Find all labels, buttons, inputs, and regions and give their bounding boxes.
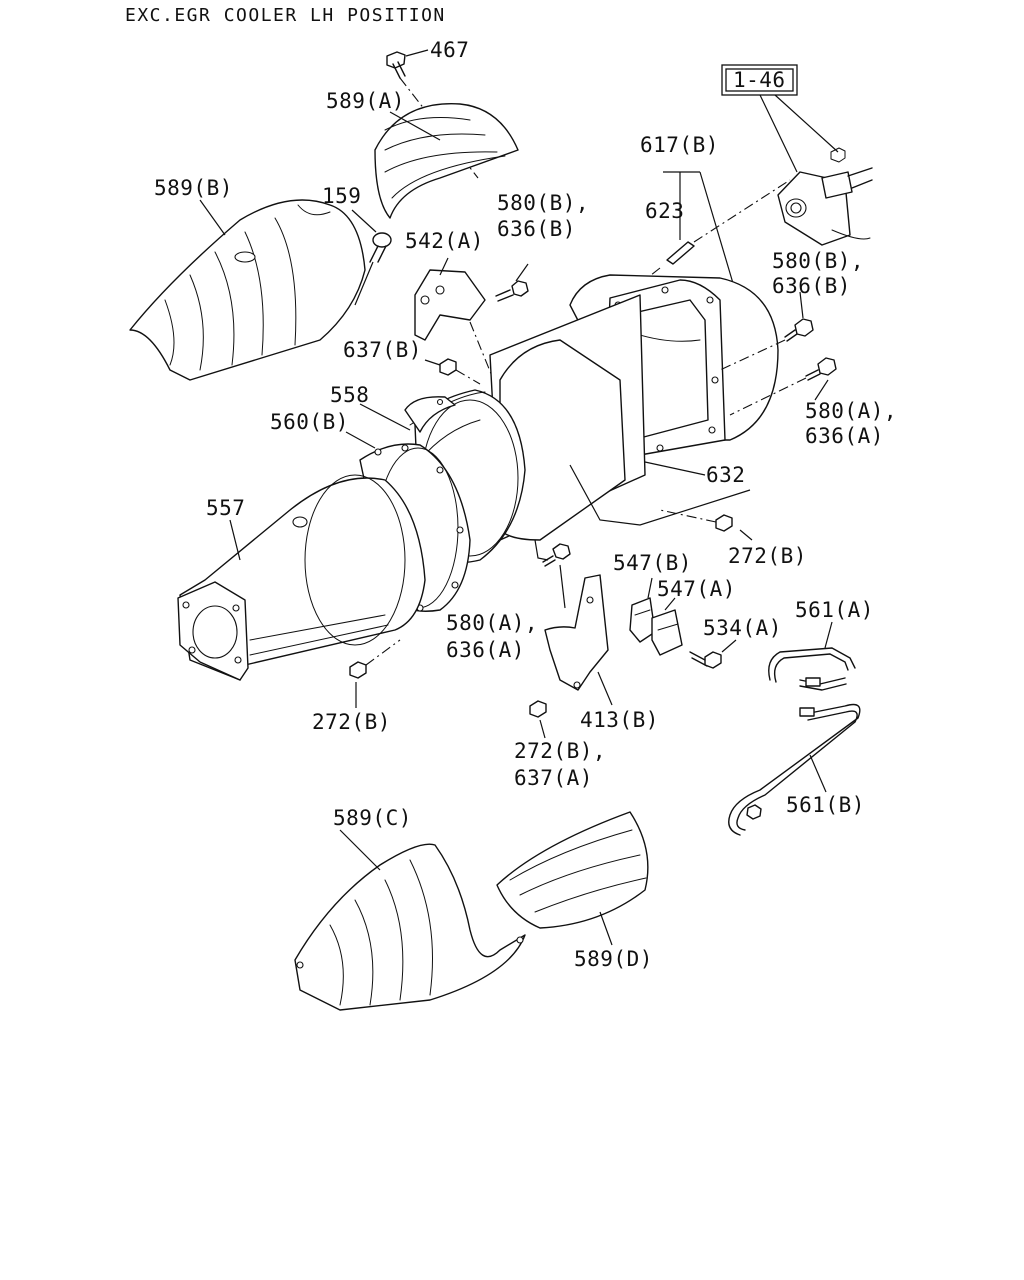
callout-557: 557 bbox=[206, 496, 245, 520]
callout-561a: 561(A) bbox=[795, 598, 874, 622]
bracket-413b bbox=[544, 574, 609, 691]
reference-box[interactable]: 1-46 bbox=[721, 64, 798, 96]
bolt-580b-upper bbox=[495, 280, 529, 302]
callout-580a-lower: 580(A), bbox=[446, 611, 538, 635]
callout-589d: 589(D) bbox=[574, 947, 653, 971]
callout-636b-right: 636(B) bbox=[772, 274, 851, 298]
clamp-547a bbox=[651, 609, 683, 656]
heat-shield-589c bbox=[294, 843, 526, 1011]
callout-272b-right: 272(B) bbox=[728, 544, 807, 568]
callout-637b: 637(B) bbox=[343, 338, 422, 362]
callout-534a: 534(A) bbox=[703, 616, 782, 640]
callout-547b: 547(B) bbox=[613, 551, 692, 575]
callout-589a: 589(A) bbox=[326, 89, 405, 113]
inlet-cone-557 bbox=[177, 474, 426, 681]
nut-272b-637a bbox=[529, 700, 547, 718]
callout-637a: 637(A) bbox=[514, 766, 593, 790]
callout-558: 558 bbox=[330, 383, 369, 407]
callout-617b: 617(B) bbox=[640, 133, 719, 157]
callout-623: 623 bbox=[645, 199, 684, 223]
nut-637b bbox=[439, 358, 457, 376]
callout-547a: 547(A) bbox=[657, 577, 736, 601]
callout-272b-lower: 272(B), bbox=[514, 739, 606, 763]
gasket-558 bbox=[404, 396, 456, 433]
bolt-580a-lower bbox=[542, 543, 571, 567]
callout-542a: 542(A) bbox=[405, 229, 484, 253]
callout-589c: 589(C) bbox=[333, 806, 412, 830]
bolt-580a-right bbox=[805, 357, 837, 381]
nut-272b-left bbox=[349, 661, 367, 679]
bolt-534a bbox=[689, 651, 722, 669]
nut-icon bbox=[830, 147, 846, 163]
heat-shield-589d bbox=[496, 811, 649, 929]
callout-636b-upper: 636(B) bbox=[497, 217, 576, 241]
bolt-467 bbox=[386, 51, 406, 79]
callout-580b-upper: 580(B), bbox=[497, 191, 589, 215]
callout-632: 632 bbox=[706, 463, 745, 487]
bolt-580b-right bbox=[784, 318, 814, 342]
bolt-159 bbox=[369, 232, 392, 263]
callout-636a-right: 636(A) bbox=[805, 424, 884, 448]
callout-159: 159 bbox=[322, 184, 361, 208]
pipe-561a bbox=[768, 647, 856, 691]
pin-623 bbox=[666, 241, 695, 265]
bracket-542a bbox=[414, 269, 486, 341]
callout-272b-left: 272(B) bbox=[312, 710, 391, 734]
callout-589b: 589(B) bbox=[154, 176, 233, 200]
callout-467: 467 bbox=[430, 38, 469, 62]
heat-shield-589b bbox=[129, 199, 366, 381]
callout-580a-right: 580(A), bbox=[805, 399, 897, 423]
heat-shield-589a bbox=[374, 103, 519, 219]
callout-560b: 560(B) bbox=[270, 410, 349, 434]
diagram-title: EXC.EGR COOLER LH POSITION bbox=[125, 5, 446, 26]
clamp-547b bbox=[629, 597, 656, 643]
callout-413b: 413(B) bbox=[580, 708, 659, 732]
callout-580b-right: 580(B), bbox=[772, 249, 864, 273]
reference-label: 1-46 bbox=[733, 68, 786, 92]
nut-272b-right bbox=[715, 514, 733, 532]
pipe-561b bbox=[728, 703, 861, 836]
callout-636a-lower: 636(A) bbox=[446, 638, 525, 662]
callout-561b: 561(B) bbox=[786, 793, 865, 817]
sensor-assembly bbox=[777, 167, 873, 246]
